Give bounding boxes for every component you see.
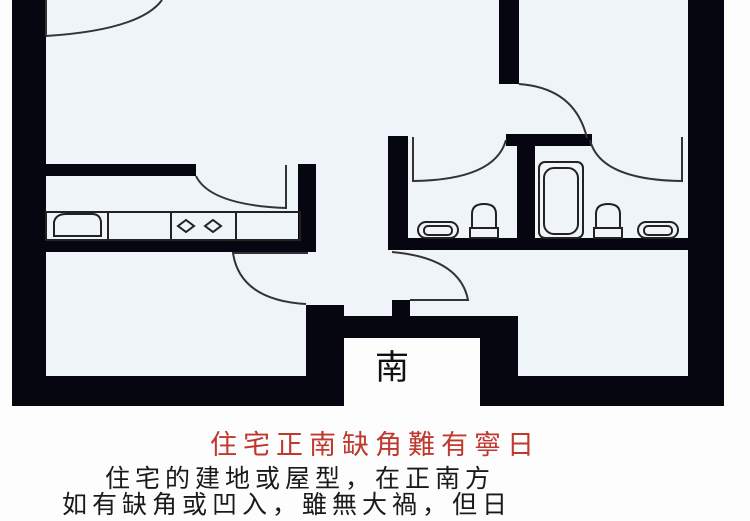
caption-line-1: 住宅的建地或屋型，在正南方 [105, 464, 496, 493]
walls [12, 0, 724, 406]
door-arc-top-left [45, 0, 163, 37]
sink-icon [53, 213, 102, 237]
caption-line-2: 如有缺角或凹入，雖無大禍，但日 [62, 490, 513, 519]
south-direction-label: 南 [375, 348, 409, 388]
missing-south-corner [342, 336, 482, 400]
kitchen-counter [45, 211, 301, 241]
door-arc-bath-left [412, 137, 507, 183]
door-swings [45, 0, 683, 305]
door-arc-ne-bedroom [518, 83, 588, 139]
bathtub-icon [538, 161, 584, 239]
bathroom-fixtures [417, 161, 679, 239]
door-arc-bath-right [589, 137, 683, 183]
stove-burner-icon [176, 218, 196, 234]
toilet-icon [595, 202, 621, 229]
washbasin-icon [417, 221, 459, 239]
toilet-icon [471, 202, 497, 229]
door-arc-sw-bedroom [231, 252, 308, 305]
caption-title: 住宅正南缺角難有寧日 [210, 430, 540, 461]
door-arc-se-bedroom [391, 251, 470, 301]
floor-plan [12, 0, 724, 406]
stove-burner-icon [203, 218, 223, 234]
door-arc-kitchen [195, 165, 287, 210]
washbasin-icon [637, 221, 679, 239]
